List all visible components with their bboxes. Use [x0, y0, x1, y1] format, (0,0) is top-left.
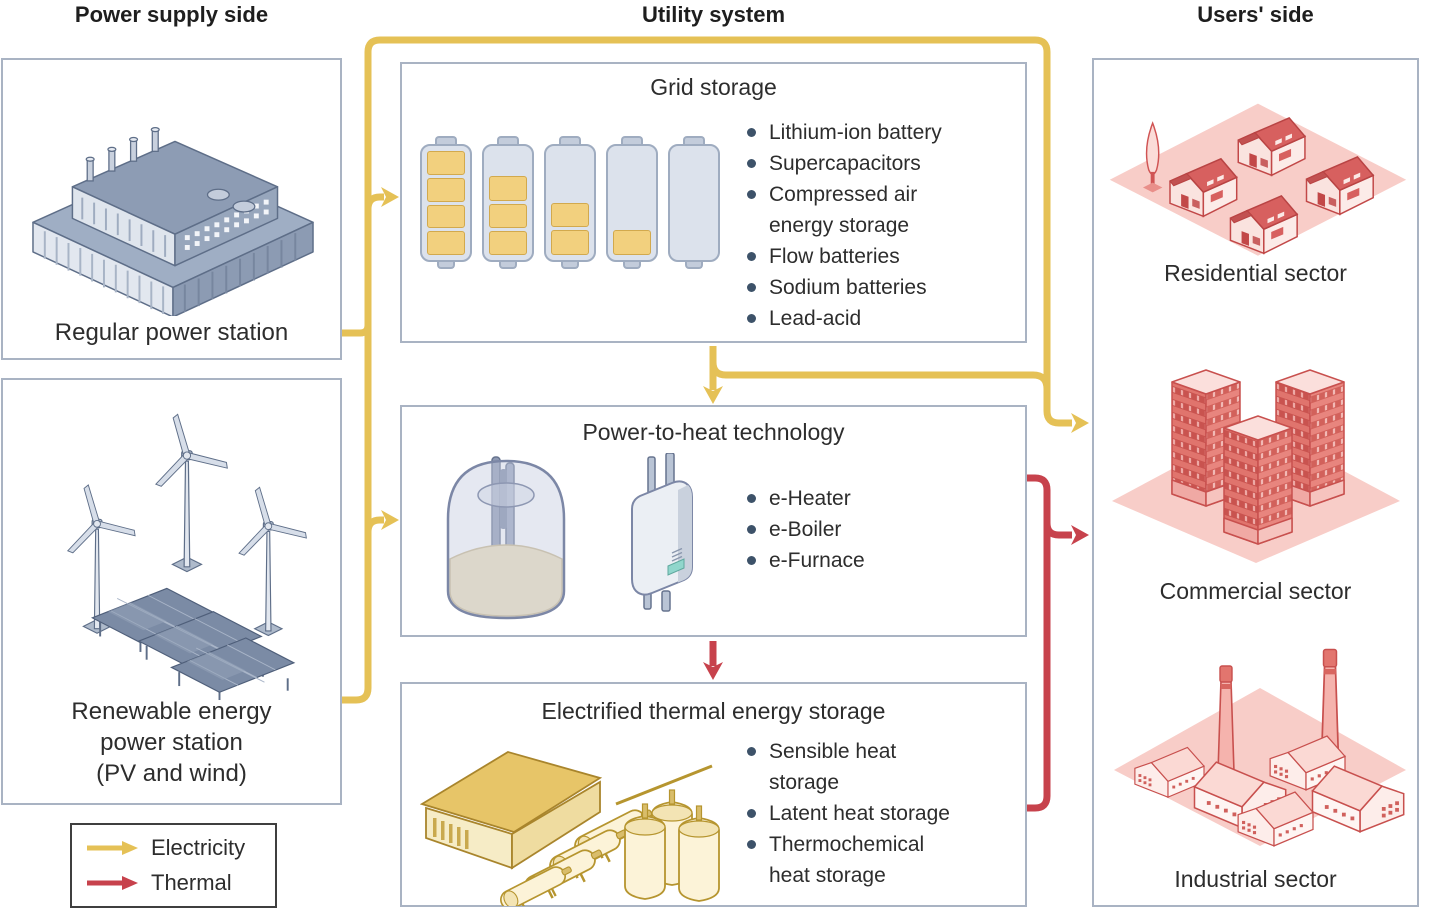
immersion-heater-tank-icon — [446, 456, 566, 620]
bullet-text: Sensible heat storage — [769, 740, 897, 794]
bullet-dot-icon — [747, 494, 756, 503]
renewable-power-station-box: Renewable energy power station (PV and w… — [1, 378, 342, 805]
battery-bank-icon — [420, 136, 720, 269]
bullet-item: Sensible heat storage — [747, 736, 1012, 798]
bullet-dot-icon — [747, 556, 756, 565]
houses-icon — [1109, 103, 1407, 256]
electricity-arrowhead-icon — [381, 187, 399, 207]
bullet-dot-icon — [747, 525, 756, 534]
legend-electricity-label: Electricity — [151, 835, 246, 860]
electricity-arrowhead-icon — [703, 386, 723, 404]
bullet-dot-icon — [747, 190, 756, 199]
bullet-item: Compressed air energy storage — [747, 179, 1012, 241]
legend-thermal-label: Thermal — [151, 870, 232, 895]
bullet-dot-icon — [747, 283, 756, 292]
bullet-text: Sodium batteries — [769, 276, 927, 299]
thermal-arrowhead-icon — [1071, 525, 1089, 545]
bullet-item: e-Boiler — [747, 514, 1012, 545]
bullet-text: Latent heat storage — [769, 802, 950, 825]
battery-icon — [420, 136, 472, 269]
electrified-tes-title: Electrified thermal energy storage — [541, 698, 886, 724]
bullet-item: Flow batteries — [747, 241, 1012, 272]
battery-icon — [668, 136, 720, 269]
electricity-flow-lines — [342, 36, 1089, 704]
thermal-arrowhead-icon — [703, 662, 723, 680]
bullet-text: e-Furnace — [769, 549, 865, 572]
office-towers-icon — [1112, 369, 1400, 563]
electrified-tes-box: Electrified thermal energy storage Sensi… — [400, 682, 1027, 907]
bullet-item: Sodium batteries — [747, 272, 1012, 303]
regular-power-station-label: Regular power station — [54, 319, 289, 346]
thermal-flow-lines — [703, 474, 1089, 812]
legend-item-electricity: Electricity — [86, 835, 261, 861]
bullet-text: Flow batteries — [769, 245, 900, 268]
electricity-arrowhead-icon — [1071, 413, 1089, 433]
bullet-item: Thermochemical heat storage — [747, 829, 1012, 891]
bullet-dot-icon — [747, 747, 756, 756]
bullet-text: Thermochemical heat storage — [769, 833, 925, 887]
residential-sector-label: Residential sector — [1164, 260, 1347, 286]
bullet-text: Supercapacitors — [769, 152, 921, 175]
bullet-dot-icon — [747, 252, 756, 261]
legend: Electricity Thermal — [70, 823, 277, 908]
industrial-sector-label: Industrial sector — [1174, 866, 1337, 892]
bullet-item: Latent heat storage — [747, 798, 1012, 829]
bullet-text: e-Heater — [769, 487, 851, 510]
thermal-arrow-icon — [87, 876, 138, 890]
bullet-dot-icon — [747, 128, 756, 137]
regular-power-station-box: Regular power station — [1, 58, 342, 360]
header-users-side: Users' side — [1197, 2, 1314, 27]
users-side-box: Residential sector Commercial — [1092, 58, 1419, 907]
thermal-storage-plant-icon — [420, 751, 720, 906]
bullet-text: Compressed air energy storage — [769, 183, 918, 237]
bullet-dot-icon — [747, 159, 756, 168]
tree-icon — [1142, 121, 1163, 193]
power-to-heat-list: e-Heater e-Boiler e-Furnace — [747, 483, 1012, 576]
bullet-item: Lead-acid — [747, 303, 1012, 334]
header-power-supply-side: Power supply side — [74, 2, 269, 27]
factories-icon — [1114, 648, 1406, 847]
grid-storage-title: Grid storage — [650, 74, 777, 100]
battery-icon — [606, 136, 658, 269]
bullet-item: e-Heater — [747, 483, 1012, 514]
electric-boiler-icon — [631, 453, 693, 612]
wind-turbines-solar-panels-icon — [62, 412, 309, 700]
bullet-text: e-Boiler — [769, 518, 842, 541]
power-plant-icon — [32, 127, 314, 316]
bullet-text: Lithium-ion battery — [769, 121, 942, 144]
battery-icon — [544, 136, 596, 269]
power-to-heat-box: Power-to-heat technology e-Heater e-Boile… — [400, 405, 1027, 637]
bullet-dot-icon — [747, 840, 756, 849]
electricity-arrow-icon — [87, 841, 138, 855]
bullet-item: e-Furnace — [747, 545, 1012, 576]
header-utility-system: Utility system — [641, 2, 786, 27]
bullet-dot-icon — [747, 314, 756, 323]
power-to-heat-title: Power-to-heat technology — [582, 419, 845, 445]
legend-item-thermal: Thermal — [86, 870, 261, 896]
bullet-dot-icon — [747, 809, 756, 818]
bullet-item: Supercapacitors — [747, 148, 1012, 179]
electricity-arrowhead-icon — [381, 510, 399, 530]
renewable-power-station-label: Renewable energy power station (PV and w… — [71, 698, 272, 787]
battery-icon — [482, 136, 534, 269]
bullet-item: Lithium-ion battery — [747, 117, 1012, 148]
commercial-sector-label: Commercial sector — [1159, 578, 1352, 604]
bullet-text: Lead-acid — [769, 307, 862, 330]
